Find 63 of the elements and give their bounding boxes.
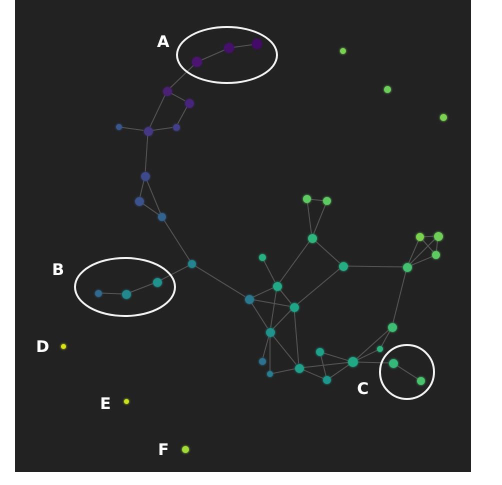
edge-line [164,220,190,262]
node-label: F [158,441,169,459]
edge-line [149,94,166,128]
node-label: D [36,338,50,356]
edge-line [410,238,436,264]
edge-line [272,310,292,330]
edge-line [410,256,433,266]
edge-line [323,352,349,362]
edge-line [177,106,188,124]
edge-line [194,266,246,298]
edge-line [121,126,144,131]
edge-line [294,310,300,364]
edge-line [356,330,390,360]
edge-line [142,203,160,216]
edge-line [358,362,389,364]
highlight-ellipse [176,26,278,84]
edge-line [408,240,419,264]
edge-line [140,180,144,198]
group-label: A [157,33,170,51]
graph-node [60,344,66,348]
edge-line [357,350,378,360]
graph-node [124,398,128,404]
edge-line [170,64,194,88]
edge-line [330,364,350,378]
edge-line [101,292,122,294]
edge-line [347,266,403,268]
edge-line [262,336,270,358]
group-label: C [357,380,369,398]
edge-line [272,368,296,374]
edge-line [233,44,253,48]
edge-line [272,335,297,365]
edge-line [436,240,438,252]
edge-line [380,330,390,347]
edge-line [392,270,406,324]
highlight-ellipse [379,344,435,400]
edge-line [302,362,349,368]
edge-line [263,260,276,282]
highlight-ellipse [74,257,176,317]
edge-line [422,240,434,252]
edge-line [307,202,312,234]
edge-line [144,135,148,172]
edge-line [252,287,274,298]
edge-line [396,364,418,380]
edge-line [270,290,277,328]
edge-line [424,236,434,238]
edge-line [302,369,324,379]
group-label: B [52,261,64,279]
edge-line [314,240,340,264]
node-label: E [100,395,111,413]
edge-line [250,302,268,329]
edge-line [152,127,174,131]
edge-line [279,289,292,304]
edge-line [296,268,340,305]
edge-line [160,265,189,280]
edge-line [320,355,327,377]
edge-line [170,92,186,102]
edge-line [310,198,324,202]
edge-line [130,283,154,293]
edge-line [146,180,161,214]
edge-line [252,299,290,307]
edge-line [279,241,310,283]
edge-line [313,204,326,234]
edge-line [201,50,225,60]
